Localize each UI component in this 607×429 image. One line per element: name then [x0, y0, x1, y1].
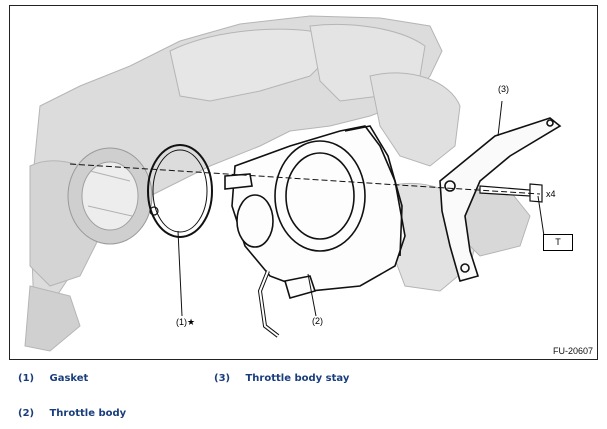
bolt — [479, 183, 543, 203]
legend-label: Throttle body — [49, 408, 127, 419]
legend-number: (1) — [18, 373, 35, 384]
legend-item-throttle-body-stay: (3) Throttle body stay — [214, 373, 349, 384]
exploded-view-figure: (1)★ (2) (3) x4 T FU-20607 — [9, 5, 598, 360]
legend-label: Gasket — [49, 373, 89, 384]
callout-bolt-quantity: x4 — [546, 189, 556, 199]
gasket — [147, 144, 213, 238]
legend-item-gasket: (1) Gasket — [18, 373, 88, 384]
callout-throttle-body-stay: (3) — [498, 84, 509, 94]
callout-gasket: (1)★ — [176, 317, 195, 328]
legend-number: (2) — [18, 408, 35, 419]
figure-code: FU-20607 — [552, 346, 593, 356]
legend-item-throttle-body: (2) Throttle body — [18, 408, 126, 419]
callout-gasket-number: (1) — [176, 317, 187, 327]
legend-number: (3) — [214, 373, 231, 384]
alignment-line — [69, 163, 541, 195]
throttle-body-illustration — [24, 15, 562, 352]
torque-mark-box: T — [543, 234, 573, 251]
leader-lines — [177, 100, 545, 317]
new-part-star-mark: ★ — [187, 317, 196, 327]
throttle-body — [224, 125, 406, 338]
legend-label: Throttle body stay — [245, 373, 350, 384]
manifold-flange — [67, 147, 153, 245]
callout-throttle-body: (2) — [312, 316, 323, 326]
